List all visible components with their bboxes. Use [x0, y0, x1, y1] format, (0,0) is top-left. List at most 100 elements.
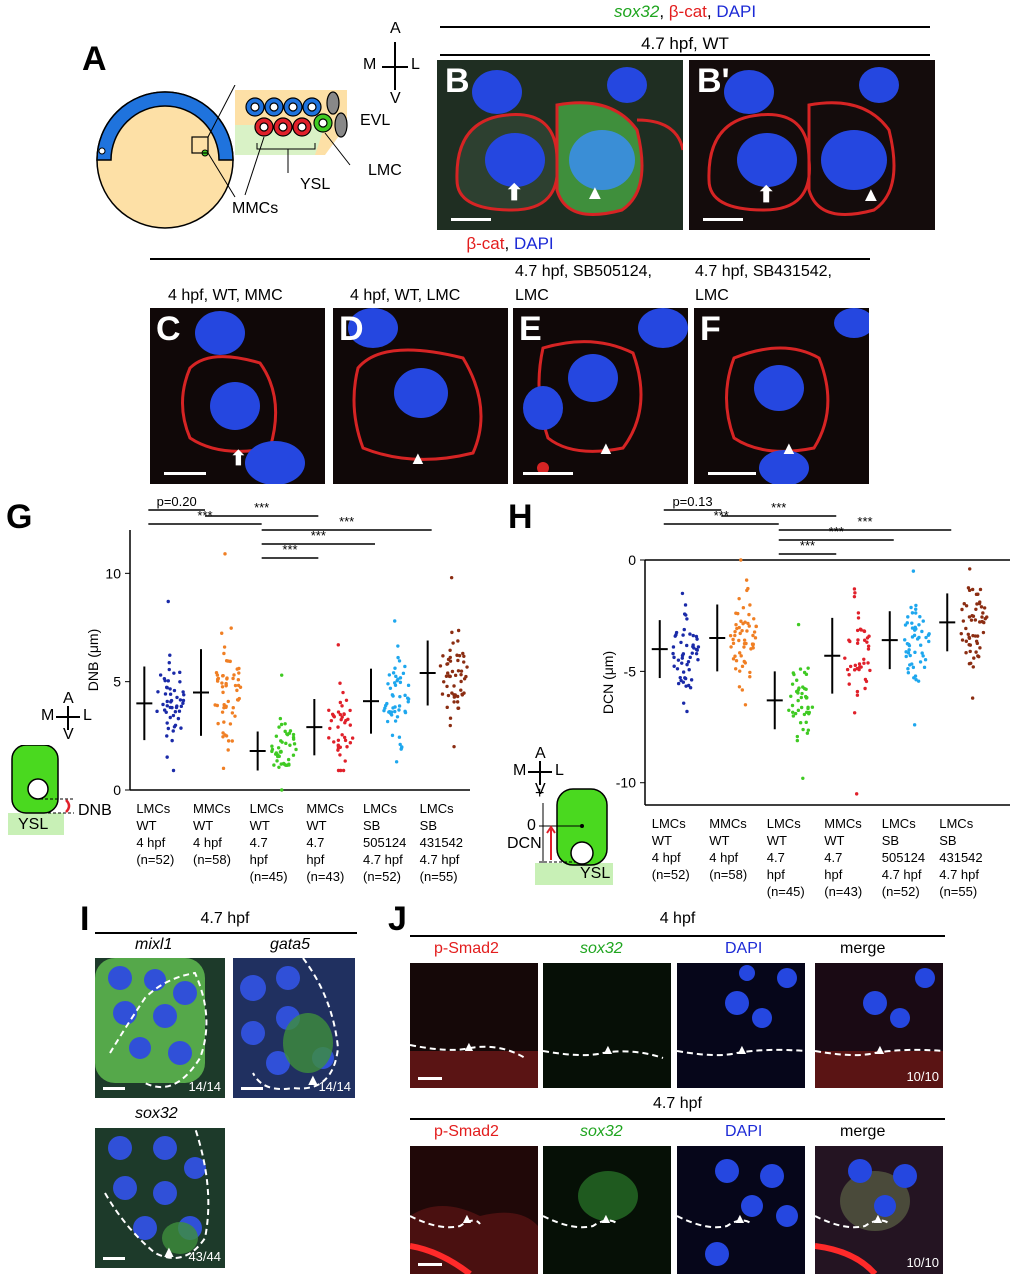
chart-g-point [406, 683, 411, 688]
chart-h-point [852, 711, 857, 715]
chart-h-point [847, 672, 851, 677]
chart-h-point [855, 689, 860, 694]
chart-g-point [331, 714, 336, 718]
schematic-dnb: A M L V DNB YSL [0, 690, 130, 840]
chart-h-point [746, 586, 750, 591]
chart-h-point [742, 638, 747, 642]
chart-h-point [692, 646, 696, 650]
panel-cf-stains: β-cat, DAPI [466, 234, 554, 253]
chart-h-point [678, 675, 682, 680]
chart-h-point [920, 651, 924, 655]
chart-h-point [737, 596, 741, 601]
chart-g-point [336, 725, 340, 729]
chart-g-point [284, 741, 288, 746]
chart-h-point [796, 691, 800, 695]
chart-h-point [680, 591, 685, 596]
chart-h-point [855, 628, 860, 633]
chart-h-point [728, 633, 733, 638]
chart-g-point [277, 725, 281, 729]
panel-e-title-1: 4.7 hpf, SB505124, [515, 263, 652, 280]
chart-g-point [456, 658, 460, 663]
chart-h-point [967, 636, 972, 640]
chart-g-point [220, 681, 224, 685]
chart-h-bracket-label: *** [829, 524, 844, 539]
chart-g-point [464, 674, 468, 679]
chart-g-point [456, 706, 460, 710]
chart-g-point [274, 751, 279, 755]
chart-h-point [904, 654, 908, 659]
chart-g-point [215, 677, 220, 681]
chart-g-point [403, 664, 407, 669]
micrograph-gata5: 14/14 ▲ [233, 958, 355, 1098]
chart-g-point [403, 710, 408, 715]
chart-g-point [229, 626, 233, 630]
chart-h-point [909, 605, 913, 610]
chart-g-point [279, 739, 283, 743]
chart-h-point [852, 594, 857, 599]
micrograph-j-merge-4hpf: ▲ 10/10 [815, 963, 943, 1088]
chart-g-point [216, 721, 220, 726]
chart-g-point [169, 700, 173, 704]
chart-g-point [291, 753, 296, 757]
panel-i-stage: 4.7 hpf [200, 910, 250, 927]
chart-h-point [676, 658, 681, 662]
chart-h-point [967, 615, 972, 619]
chart-g-point [181, 690, 185, 694]
chart-h-point [910, 635, 915, 639]
panel-b-condition: 4.7 hpf, WT [641, 34, 729, 53]
label-evl: EVL [360, 112, 391, 129]
chart-g-point [456, 639, 460, 643]
chart-h-point [855, 666, 859, 671]
chart-g-point [445, 662, 450, 666]
chart-g-bracket-label: *** [254, 500, 269, 515]
chart-g-point [332, 740, 336, 744]
chart-g-point [172, 725, 177, 729]
chart-g-point [176, 716, 181, 721]
chart-h-point [685, 617, 689, 621]
chart-g-point [338, 712, 343, 717]
chart-g-point [225, 677, 229, 681]
chart-h-ytick-label: 0 [628, 552, 636, 568]
chart-g-point [348, 708, 352, 713]
chart-h-point [967, 642, 971, 647]
chart-g-point [231, 676, 235, 681]
chart-h-point [740, 628, 744, 633]
chart-g-point [179, 726, 183, 730]
chart-h-point [868, 668, 872, 673]
chart-h-point [729, 645, 733, 649]
chart-h-point [982, 620, 986, 625]
chart-h-point [694, 651, 699, 656]
chart-g-point [285, 732, 289, 736]
chart-g-point [390, 693, 395, 697]
chart-g-point [393, 666, 397, 670]
chart-g-point [462, 660, 466, 664]
chart-g-point [459, 688, 463, 692]
chart-h-point [682, 627, 686, 632]
chart-g-point [270, 744, 274, 748]
chart-h-point [696, 645, 701, 649]
chart-h-point [801, 776, 805, 780]
chart-h-point [981, 630, 986, 635]
chart-h-point [853, 663, 858, 668]
chart-h-point [681, 633, 685, 637]
chart-h-point [906, 671, 911, 675]
chart-h-point [964, 639, 969, 643]
label-sox32-i: sox32 [135, 1105, 178, 1122]
chart-g-point [346, 717, 350, 721]
chart-h-point [799, 705, 804, 710]
chart-g-point [452, 695, 457, 699]
chart-g-point [279, 750, 283, 754]
chart-h-point [970, 587, 975, 592]
chart-g-point [213, 703, 217, 707]
chart-g-point [294, 747, 298, 752]
micrograph-j-sox32-4hpf: ▲ [543, 963, 671, 1088]
chart-g-point [447, 674, 452, 678]
micrograph-e: E ▲ [513, 308, 688, 484]
chart-g-point [405, 696, 410, 700]
panel-j-stage2: 4.7 hpf [653, 1095, 702, 1112]
chart-g-point [459, 669, 464, 673]
